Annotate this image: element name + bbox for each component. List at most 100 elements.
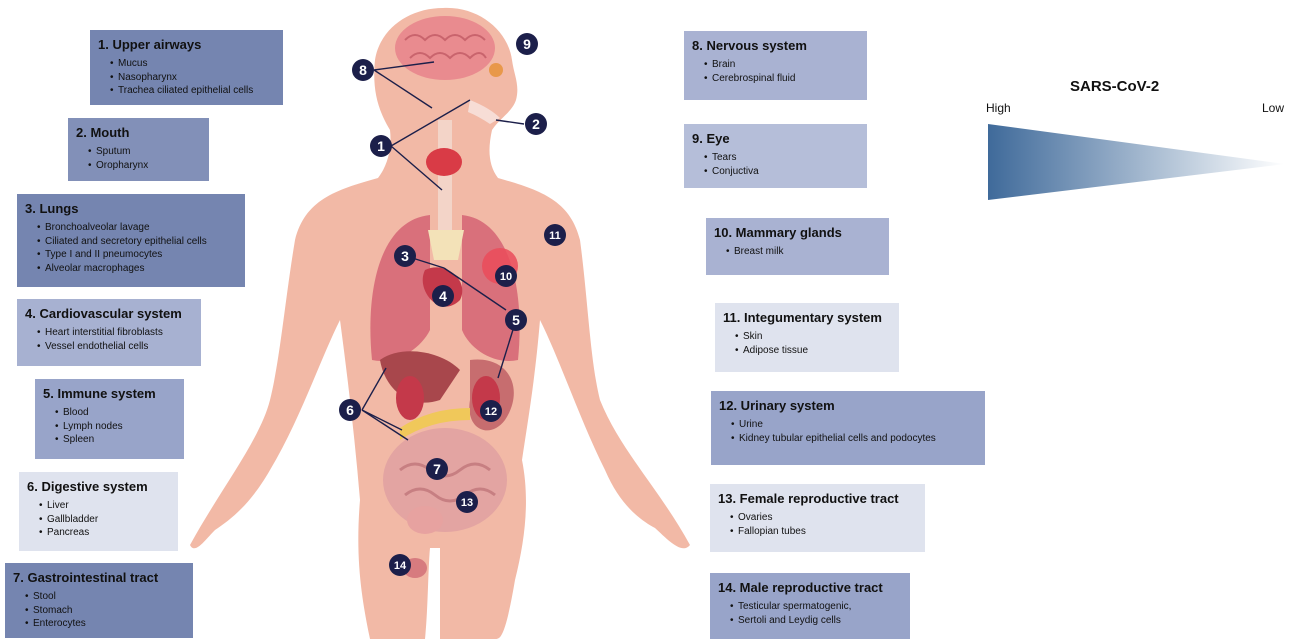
box-digestive: 6. Digestive system Liver Gallbladder Pa… <box>19 472 178 551</box>
marker-3: 3 <box>394 245 416 267</box>
box-eye: 9. Eye Tears Conjuctiva <box>684 124 867 188</box>
box-female-reproductive: 13. Female reproductive tract Ovaries Fa… <box>710 484 925 552</box>
list-item: Alveolar macrophages <box>45 262 237 276</box>
svg-text:14: 14 <box>394 560 407 572</box>
list-item: Sputum <box>96 145 201 159</box>
svg-text:10: 10 <box>500 271 512 283</box>
legend-high-label: High <box>986 101 1011 115</box>
list-item: Bronchoalveolar lavage <box>45 221 237 235</box>
svg-text:4: 4 <box>439 288 447 304</box>
marker-1: 1 <box>370 135 392 157</box>
box-mouth: 2. Mouth Sputum Oropharynx <box>68 118 209 181</box>
list-item: Ciliated and secretory epithelial cells <box>45 235 237 249</box>
box-title: 9. Eye <box>692 131 859 147</box>
list-item: Nasopharynx <box>118 71 275 85</box>
box-title: 10. Mammary glands <box>714 225 881 241</box>
box-title: 4. Cardiovascular system <box>25 306 193 322</box>
list-item: Stomach <box>33 604 185 618</box>
marker-9: 9 <box>516 33 538 55</box>
list-item: Fallopian tubes <box>738 525 917 539</box>
box-lungs: 3. Lungs Bronchoalveolar lavage Ciliated… <box>17 194 245 287</box>
box-title: 3. Lungs <box>25 201 237 217</box>
brain <box>395 16 495 80</box>
box-urinary: 12. Urinary system Urine Kidney tubular … <box>711 391 985 465</box>
eye <box>489 63 503 77</box>
svg-text:3: 3 <box>401 248 409 264</box>
bronchi <box>428 230 464 260</box>
legend-low-label: Low <box>1262 101 1284 115</box>
svg-text:8: 8 <box>359 62 367 78</box>
intestines <box>383 428 507 532</box>
svg-text:11: 11 <box>549 230 561 242</box>
list-item: Cerebrospinal fluid <box>712 72 859 86</box>
list-item: Gallbladder <box>47 513 170 527</box>
list-item: Liver <box>47 499 170 513</box>
svg-text:6: 6 <box>346 402 354 418</box>
list-item: Ovaries <box>738 511 917 525</box>
list-item: Skin <box>743 330 891 344</box>
list-item: Testicular spermatogenic, <box>738 600 902 614</box>
svg-text:2: 2 <box>532 116 540 132</box>
box-cardiovascular: 4. Cardiovascular system Heart interstit… <box>17 299 201 366</box>
list-item: Adipose tissue <box>743 344 891 358</box>
box-mammary: 10. Mammary glands Breast milk <box>706 218 889 275</box>
box-title: 8. Nervous system <box>692 38 859 54</box>
list-item: Urine <box>739 418 977 432</box>
list-item: Lymph nodes <box>63 420 176 434</box>
list-item: Kidney tubular epithelial cells and podo… <box>739 432 977 446</box>
kidney-left <box>396 376 424 420</box>
box-gastrointestinal: 7. Gastrointestinal tract Stool Stomach … <box>5 563 193 638</box>
list-item: Sertoli and Leydig cells <box>738 614 902 628</box>
svg-text:13: 13 <box>461 497 473 509</box>
box-title: 12. Urinary system <box>719 398 977 414</box>
box-title: 5. Immune system <box>43 386 176 402</box>
box-upper-airways: 1. Upper airways Mucus Nasopharynx Trach… <box>90 30 283 105</box>
marker-10: 10 <box>495 265 517 287</box>
legend-title: SARS-CoV-2 <box>1070 78 1159 95</box>
box-immune: 5. Immune system Blood Lymph nodes Splee… <box>35 379 184 459</box>
box-title: 14. Male reproductive tract <box>718 580 902 596</box>
list-item: Pancreas <box>47 526 170 540</box>
svg-text:7: 7 <box>433 461 441 477</box>
list-item: Brain <box>712 58 859 72</box>
box-male-reproductive: 14. Male reproductive tract Testicular s… <box>710 573 910 639</box>
list-item: Type I and II pneumocytes <box>45 248 237 262</box>
marker-5: 5 <box>505 309 527 331</box>
bladder <box>407 506 443 534</box>
svg-text:1: 1 <box>377 138 385 154</box>
list-item: Blood <box>63 406 176 420</box>
list-item: Enterocytes <box>33 617 185 631</box>
box-integumentary: 11. Integumentary system Skin Adipose ti… <box>715 303 899 372</box>
marker-2: 2 <box>525 113 547 135</box>
list-item: Trachea ciliated epithelial cells <box>118 84 275 98</box>
list-item: Mucus <box>118 57 275 71</box>
list-item: Breast milk <box>734 245 881 259</box>
marker-14: 14 <box>389 554 411 576</box>
list-item: Spleen <box>63 433 176 447</box>
list-item: Tears <box>712 151 859 165</box>
svg-text:9: 9 <box>523 36 531 52</box>
box-title: 13. Female reproductive tract <box>718 491 917 507</box>
marker-13: 13 <box>456 491 478 513</box>
list-item: Conjuctiva <box>712 165 859 179</box>
box-nervous: 8. Nervous system Brain Cerebrospinal fl… <box>684 31 867 100</box>
box-title: 2. Mouth <box>76 125 201 141</box>
svg-text:12: 12 <box>485 406 497 418</box>
thyroid <box>426 148 462 176</box>
marker-7: 7 <box>426 458 448 480</box>
box-title: 1. Upper airways <box>98 37 275 53</box>
box-title: 11. Integumentary system <box>723 310 891 326</box>
marker-8: 8 <box>352 59 374 81</box>
box-title: 6. Digestive system <box>27 479 170 495</box>
list-item: Vessel endothelial cells <box>45 340 193 354</box>
marker-6: 6 <box>339 399 361 421</box>
list-item: Oropharynx <box>96 159 201 173</box>
viral-load-gradient <box>988 124 1285 200</box>
svg-text:5: 5 <box>512 312 520 328</box>
box-title: 7. Gastrointestinal tract <box>13 570 185 586</box>
list-item: Heart interstitial fibroblasts <box>45 326 193 340</box>
marker-11: 11 <box>544 224 566 246</box>
marker-12: 12 <box>480 400 502 422</box>
marker-4: 4 <box>432 285 454 307</box>
list-item: Stool <box>33 590 185 604</box>
